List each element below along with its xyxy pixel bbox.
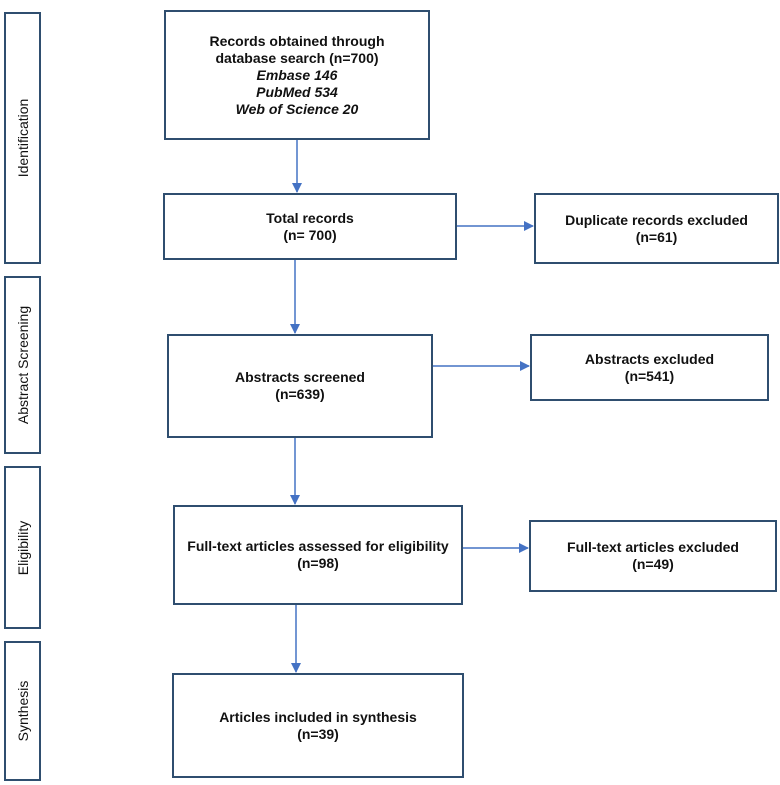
source-web-of-science: Web of Science 20 — [235, 100, 359, 117]
records-obtained-line2: database search (n=700) — [215, 49, 379, 66]
stage-synthesis: Synthesis — [4, 641, 41, 781]
fulltext-excluded-count: (n=49) — [632, 556, 674, 572]
duplicates-excluded-box: Duplicate records excluded (n=61) — [534, 193, 779, 264]
records-obtained-line1: Records obtained through — [209, 32, 385, 49]
total-records-box: Total records (n= 700) — [163, 193, 457, 260]
abstracts-screened-title: Abstracts screened — [235, 369, 365, 385]
included-count: (n=39) — [297, 725, 339, 742]
abstracts-excluded-count: (n=541) — [624, 367, 675, 384]
abstracts-excluded-box: Abstracts excluded (n=541) — [530, 334, 769, 401]
fulltext-assessed-title: Full-text articles assessed for eligibil… — [187, 538, 449, 554]
included-title: Articles included in synthesis — [219, 708, 417, 725]
total-records-count: (n= 700) — [283, 226, 337, 243]
stage-eligibility: Eligibility — [4, 466, 41, 629]
fulltext-excluded-title: Full-text articles excluded — [567, 539, 739, 555]
abstracts-screened-count: (n=639) — [275, 386, 325, 402]
stage-identification: Identification — [4, 12, 41, 264]
fulltext-assessed-box: Full-text articles assessed for eligibil… — [173, 505, 463, 605]
duplicates-excluded-count: (n=61) — [635, 228, 678, 245]
abstracts-excluded-title: Abstracts excluded — [584, 350, 715, 367]
fulltext-excluded-box: Full-text articles excluded (n=49) — [529, 520, 777, 592]
fulltext-assessed-count: (n=98) — [297, 555, 339, 571]
source-pubmed: PubMed 534 — [256, 83, 338, 100]
total-records-title: Total records — [266, 209, 354, 226]
source-embase: Embase 146 — [256, 66, 338, 83]
stage-abstract-screening: Abstract Screening — [4, 276, 41, 454]
duplicates-excluded-title: Duplicate records excluded — [565, 211, 748, 228]
included-box: Articles included in synthesis (n=39) — [172, 673, 464, 778]
records-obtained-box: Records obtained through database search… — [164, 10, 430, 140]
abstracts-screened-box: Abstracts screened (n=639) — [167, 334, 433, 438]
